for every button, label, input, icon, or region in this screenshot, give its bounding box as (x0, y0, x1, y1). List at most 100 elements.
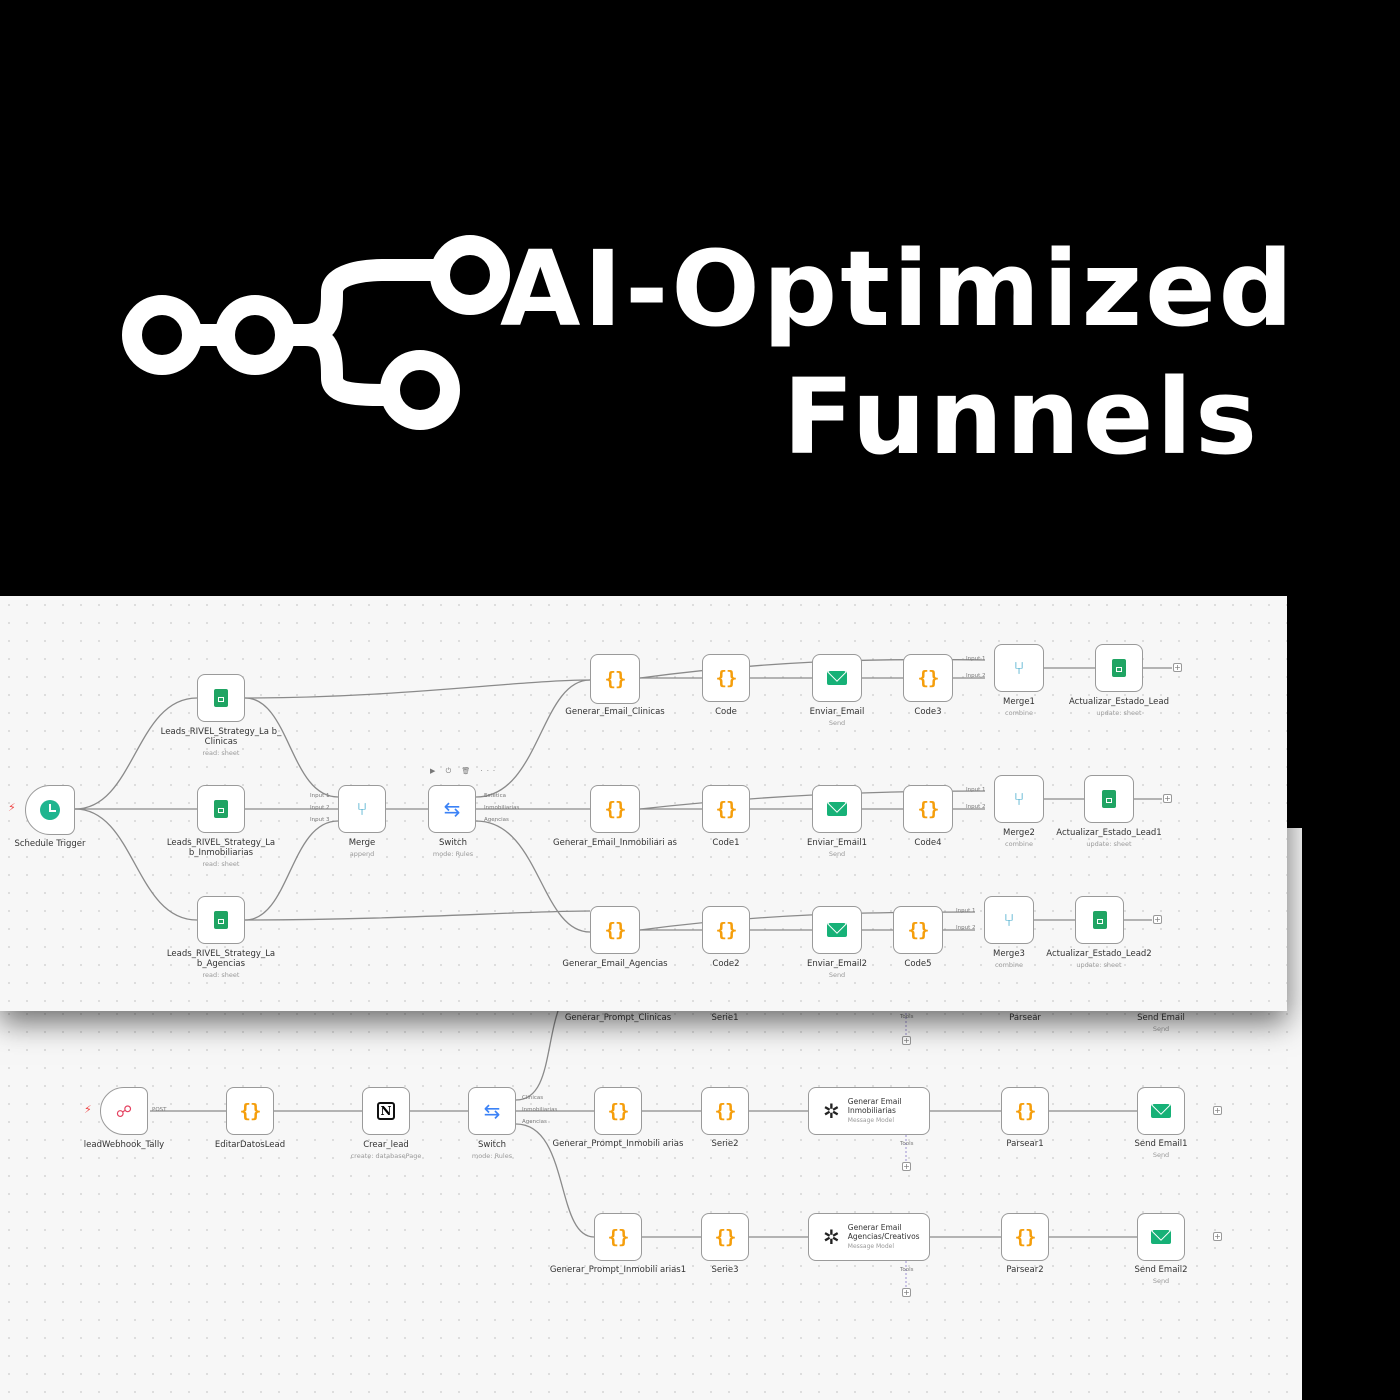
google-sheets-icon (1112, 659, 1126, 677)
add-tool-button[interactable]: + (902, 1036, 911, 1045)
node-send-email2[interactable] (1137, 1213, 1185, 1261)
node-generar-email-clinicas[interactable]: {} (590, 654, 640, 704)
node-leads-inmobiliarias[interactable] (197, 785, 245, 833)
mail-icon (827, 671, 847, 685)
code-icon: {} (239, 1100, 262, 1122)
node-merge2[interactable]: ⑂ (994, 775, 1044, 823)
node-code5[interactable]: {} (893, 906, 943, 954)
bottom-workflow-canvas[interactable]: Generar_Prompt_Clinicas Serie1 Tools + P… (0, 1004, 1302, 1400)
code-icon: {} (607, 1100, 630, 1122)
node-enviar-email2[interactable] (812, 906, 862, 954)
node-merge[interactable]: ⑂ (338, 785, 386, 833)
add-node-button[interactable]: + (1163, 794, 1172, 803)
node-code3[interactable]: {} (903, 654, 953, 702)
merge-input-3: Input 3 (310, 817, 330, 823)
merge3-input-2: Input 2 (956, 925, 976, 931)
node-code1[interactable]: {} (702, 785, 750, 833)
node-generar-prompt-inmobiliarias[interactable]: {} (594, 1087, 642, 1135)
code-icon: {} (604, 798, 627, 820)
code-icon: {} (917, 798, 940, 820)
node-code4[interactable]: {} (903, 785, 953, 833)
hero-title: AI-Optimized Funnels (500, 225, 1293, 481)
add-node-button[interactable]: + (1153, 915, 1162, 924)
node-lead-webhook[interactable]: ☍ (100, 1087, 148, 1135)
node-code2[interactable]: {} (702, 906, 750, 954)
webhook-method: POST (152, 1107, 167, 1113)
node-crear-lead[interactable]: N (362, 1087, 410, 1135)
code-icon: {} (907, 919, 930, 941)
node-label-code3: Code3 (914, 707, 942, 717)
top-workflow-canvas[interactable]: ⚡ Schedule Trigger Leads_RIVEL_Strategy_… (0, 596, 1287, 1011)
node-actualizar-estado-lead2[interactable] (1075, 896, 1124, 944)
node-generar-email-agencias[interactable]: {} (590, 906, 640, 954)
switch-output-estetica: Estetica (484, 793, 506, 799)
top-connections (74, 658, 1172, 933)
node-serie3[interactable]: {} (701, 1213, 749, 1261)
google-sheets-icon (214, 800, 228, 818)
node-enviar-email1[interactable] (812, 785, 862, 833)
node-label-generar-prompt-inmobiliarias: Generar_Prompt_Inmobili arias (552, 1139, 684, 1149)
switch-signpost-icon: ⇆ (443, 797, 461, 821)
node-actualizar-estado-lead[interactable] (1095, 644, 1143, 692)
node-serie2[interactable]: {} (701, 1087, 749, 1135)
node-label-code4: Code4 (914, 838, 942, 848)
node-leads-agencias[interactable] (197, 896, 245, 944)
node-merge1[interactable]: ⑂ (994, 644, 1044, 692)
code-icon: {} (917, 667, 940, 689)
add-node-button[interactable]: + (1173, 663, 1182, 672)
node-generar-email-inmobiliarias[interactable]: {} (590, 785, 640, 833)
node-leads-clinicas[interactable] (197, 674, 245, 722)
add-tool-button[interactable]: + (902, 1162, 911, 1171)
add-node-button[interactable]: + (1213, 1232, 1222, 1241)
merge-icon: ⑂ (1003, 909, 1015, 931)
trigger-bolt-icon: ⚡ (8, 801, 16, 814)
node-code[interactable]: {} (702, 654, 750, 702)
node-enviar-email[interactable] (812, 654, 862, 702)
node-actualizar-estado-lead1[interactable] (1084, 775, 1134, 823)
add-tool-button[interactable]: + (902, 1288, 911, 1297)
code-icon: {} (1014, 1226, 1037, 1248)
trigger-bolt-icon: ⚡ (84, 1103, 92, 1116)
mail-icon (827, 923, 847, 937)
node-schedule-trigger[interactable] (25, 785, 75, 835)
node-parsear1[interactable]: {} (1001, 1087, 1049, 1135)
node-send-email1[interactable] (1137, 1087, 1185, 1135)
node-parsear2[interactable]: {} (1001, 1213, 1049, 1261)
node-merge3[interactable]: ⑂ (984, 896, 1034, 944)
node-editar-datos-lead[interactable]: {} (226, 1087, 274, 1135)
tools-label: Tools (900, 1014, 914, 1020)
node-generar-prompt-inmobiliarias1[interactable]: {} (594, 1213, 642, 1261)
code-icon: {} (604, 919, 627, 941)
google-sheets-icon (1102, 790, 1116, 808)
merge2-input-1: Input 1 (966, 787, 986, 793)
add-node-button[interactable]: + (1213, 1106, 1222, 1115)
code-icon: {} (715, 798, 738, 820)
node-toolbar[interactable]: ▶ ⏻ 🗑 ··· (430, 767, 500, 775)
switch-output-agencias: Agencias (484, 817, 509, 823)
notion-icon: N (377, 1102, 395, 1120)
merge-input-2: Input 2 (310, 805, 330, 811)
tools-label: Tools (900, 1141, 914, 1147)
clock-icon (40, 800, 60, 820)
node-label-code2: Code2 (712, 959, 740, 969)
node-switch-bottom[interactable]: ⇆ (468, 1087, 516, 1135)
node-label-parsear1: Parsear1 (1006, 1139, 1044, 1149)
node-switch-top[interactable]: ⇆ (428, 785, 476, 833)
